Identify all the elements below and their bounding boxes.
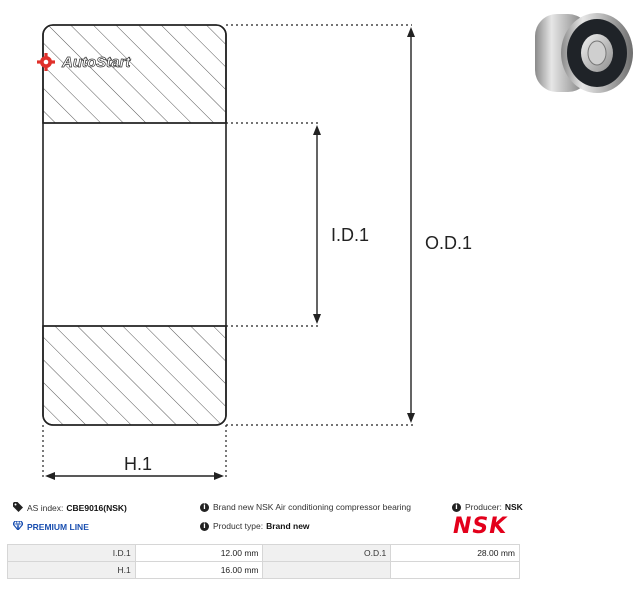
info-icon: i — [200, 521, 209, 531]
premium-line-badge: PREMIUM LINE — [12, 520, 89, 532]
table-row: I.D.1 12.00 mm O.D.1 28.00 mm — [7, 544, 520, 562]
bearing-photo — [535, 13, 633, 93]
description-text: Brand new NSK Air conditioning compresso… — [213, 502, 411, 512]
info-icon: i — [200, 502, 209, 512]
id-label: I.D.1 — [331, 225, 369, 245]
spec-value: 12.00 mm — [134, 544, 264, 562]
spec-label: H.1 — [7, 561, 136, 579]
info-icon: i — [452, 502, 461, 512]
spec-label: I.D.1 — [7, 544, 136, 562]
spec-value: 28.00 mm — [390, 544, 520, 562]
specs-table: I.D.1 12.00 mm O.D.1 28.00 mm H.1 16.00 … — [7, 544, 520, 579]
spec-value — [390, 561, 520, 579]
hatched-ring-top — [42, 24, 227, 124]
product-type-label: Product type: — [213, 521, 264, 531]
tag-icon — [13, 502, 23, 514]
spec-label — [262, 561, 392, 579]
as-index-label: AS index: — [27, 503, 64, 513]
diamond-icon — [12, 520, 24, 532]
hatched-ring-bottom — [42, 325, 227, 426]
watermark-text: AutoStart — [61, 54, 131, 71]
spec-value: 16.00 mm — [134, 561, 264, 579]
product-type-info: i Product type: Brand new — [200, 521, 310, 531]
h-label: H.1 — [124, 454, 152, 474]
producer-label: Producer: — [465, 502, 502, 512]
od-label: O.D.1 — [425, 233, 472, 253]
description-info: i Brand new NSK Air conditioning compres… — [200, 502, 411, 512]
as-index-value: CBE9016(NSK) — [66, 503, 127, 513]
spec-label: O.D.1 — [262, 544, 392, 562]
premium-line-text: PREMIUM LINE — [27, 521, 89, 532]
table-row: H.1 16.00 mm — [7, 561, 520, 579]
product-type-value: Brand new — [266, 521, 310, 531]
autostart-watermark: AutoStart — [37, 53, 132, 71]
producer-info: i Producer: NSK — [452, 502, 523, 512]
as-index-info: AS index: CBE9016(NSK) — [13, 502, 127, 514]
bearing-technical-drawing: AutoStart O.D.1 I.D.1 H.1 — [37, 24, 472, 480]
producer-value: NSK — [504, 502, 523, 512]
nsk-logo: NSK — [453, 514, 508, 539]
